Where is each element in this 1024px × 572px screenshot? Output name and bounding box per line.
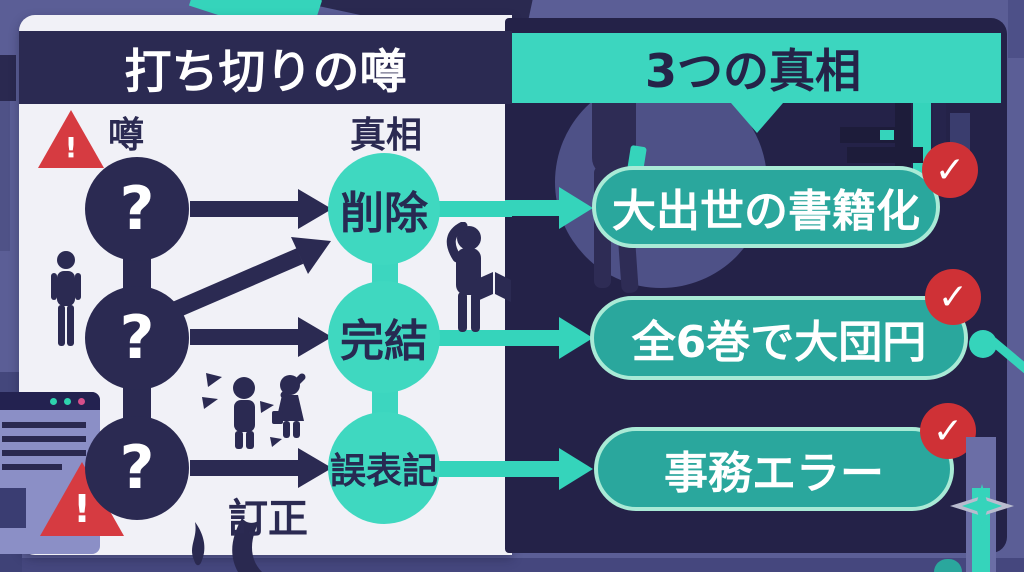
rumor-column-label: 噂 [108,115,145,156]
rumor-arrow-1 [190,201,302,217]
check-icon-1: ✓ [922,142,978,198]
result-label-1: 大出世の書籍化 [612,186,920,237]
browser-dot-teal2 [64,398,71,405]
right-panel-header: 3つの真相 [505,33,1001,103]
rumor-circle-3: ? [85,416,189,520]
truth-stub-1 [430,201,512,217]
left-card-header: 打ち切りの噂 [19,31,512,104]
flame-decoration [192,518,262,572]
rumor-circle-2: ? [85,286,189,390]
result-label-3: 事務エラー [664,448,884,499]
truth-arrow-2-head [559,317,593,359]
truth-circle-1: 削除 [328,153,440,265]
browser-dot-teal [50,398,57,405]
truth-circle-3: 誤表記 [328,412,440,524]
gossip-people-icon [202,373,306,449]
truth-stub-2 [430,330,512,346]
truth-stub-3 [430,461,512,477]
left-edge-decoration2 [0,101,10,251]
browser-text-line [2,450,86,456]
rumor-arrow-3 [190,460,302,476]
truth-arrow-3-head [559,448,593,490]
result-box-3: 事務エラー [594,427,954,511]
person-with-book-icon [446,222,511,332]
bottom-teal-blob-decoration [934,559,962,572]
truth-column-label: 真相 [350,115,423,156]
rumor-arrow-2 [190,329,302,345]
diagonal-arrow [171,237,331,318]
result-label-2: 全6巻で大団円 [631,317,927,368]
left-card-title: 打ち切りの噂 [124,45,407,100]
result-box-1: 大出世の書籍化 [592,166,940,248]
browser-sidebar-block [0,488,26,528]
right-panel-title: 3つの真相 [644,44,861,98]
correction-label: 訂正 [228,496,308,542]
truth-arrow-2 [505,330,563,346]
standing-person-icon [51,251,81,346]
check-icon-3: ✓ [920,403,976,459]
left-edge-decoration [0,55,16,101]
bottom-strip [0,558,1024,572]
truth-circle-2: 完結 [328,281,440,393]
result-box-2: 全6巻で大団円 [590,296,968,380]
top-right-decoration [1008,0,1024,58]
browser-text-line [2,464,62,470]
browser-dot-pink [78,398,85,405]
browser-text-line [2,436,86,442]
right-panel: 3つの真相 大出世の書籍化 ✓ 全6巻で大団円 ✓ 事務エラー ✓ [505,18,1024,553]
browser-text-line [2,422,86,428]
rumor-circle-1: ? [85,157,189,261]
truth-arrow-1 [505,200,563,216]
truth-arrow-3 [505,461,563,477]
teal-line-decoration [989,337,1024,376]
check-icon-2: ✓ [925,269,981,325]
